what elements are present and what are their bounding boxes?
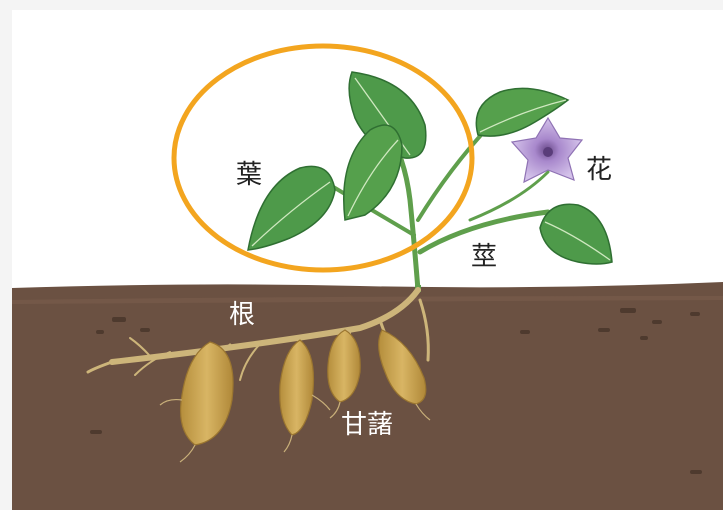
stem-branch-right bbox=[417, 209, 551, 255]
flower-stalk bbox=[468, 170, 550, 222]
tubers bbox=[179, 329, 427, 446]
label-root: 根 bbox=[229, 300, 256, 330]
plant-illustration bbox=[12, 43, 723, 510]
leaf-middle bbox=[342, 124, 403, 221]
leaf-lower-right bbox=[539, 203, 613, 265]
flower bbox=[510, 116, 584, 184]
soil-specks bbox=[90, 308, 702, 474]
label-flower: 花 bbox=[586, 155, 613, 185]
label-leaf: 葉 bbox=[236, 160, 263, 190]
leaf-highlight-ring bbox=[171, 43, 475, 273]
leaf-left bbox=[247, 165, 336, 251]
label-stem: 莖 bbox=[471, 242, 498, 272]
main-root bbox=[109, 287, 421, 365]
soil-texture bbox=[12, 296, 723, 304]
label-tuber: 甘藷 bbox=[341, 410, 394, 440]
diagram-canvas: 葉 花 莖 根 甘藷 bbox=[12, 10, 723, 510]
stem-branch-left bbox=[328, 183, 416, 237]
tuber-1 bbox=[179, 341, 234, 446]
leaf-upper-right bbox=[475, 87, 570, 137]
tuber-2 bbox=[279, 339, 315, 436]
tuber-rootlets bbox=[159, 394, 431, 463]
soil bbox=[12, 282, 723, 510]
